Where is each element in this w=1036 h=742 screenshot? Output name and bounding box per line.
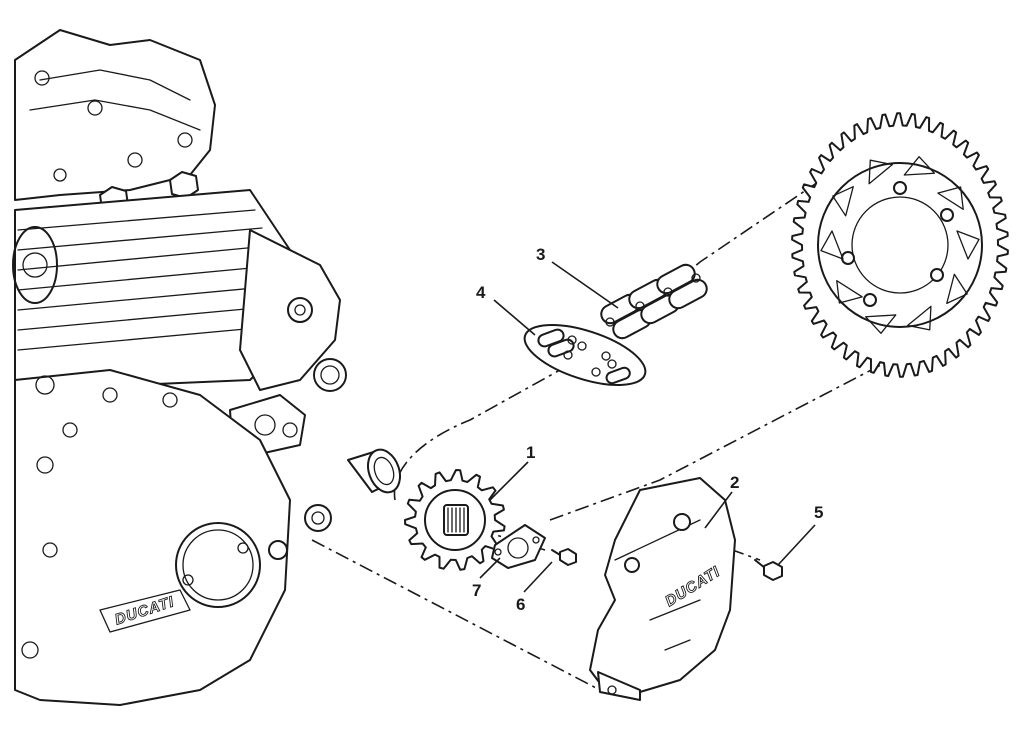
callout-3: 3 bbox=[536, 245, 545, 264]
callout-2: 2 bbox=[730, 473, 739, 492]
callout-1: 1 bbox=[526, 443, 535, 462]
lock-washer bbox=[491, 524, 546, 569]
callout-5: 5 bbox=[814, 503, 823, 522]
sprocket-window bbox=[868, 159, 893, 185]
callout-6: 6 bbox=[516, 595, 525, 614]
rear-sprocket bbox=[791, 112, 1009, 378]
master-link-kit bbox=[523, 323, 647, 387]
callout-4: 4 bbox=[476, 283, 486, 302]
sprocket-window bbox=[937, 186, 964, 210]
callout-leaders bbox=[479, 261, 816, 593]
sprocket-window bbox=[836, 279, 863, 304]
front-sprocket bbox=[404, 469, 506, 571]
cover-screw bbox=[754, 559, 783, 581]
sprocket-window bbox=[946, 273, 968, 305]
sprocket-window bbox=[956, 230, 980, 260]
sprocket-window bbox=[820, 230, 844, 260]
sprocket-window bbox=[903, 156, 935, 176]
sprocket-bolt bbox=[551, 548, 577, 566]
sprocket-cover bbox=[589, 477, 736, 701]
chain-segment bbox=[600, 263, 708, 340]
sprocket-window bbox=[832, 186, 854, 217]
callout-7: 7 bbox=[472, 581, 481, 600]
sprocket-window bbox=[865, 314, 897, 334]
spacer-bushing bbox=[347, 448, 401, 494]
engine-block bbox=[12, 29, 347, 706]
sprocket-window bbox=[907, 305, 932, 331]
